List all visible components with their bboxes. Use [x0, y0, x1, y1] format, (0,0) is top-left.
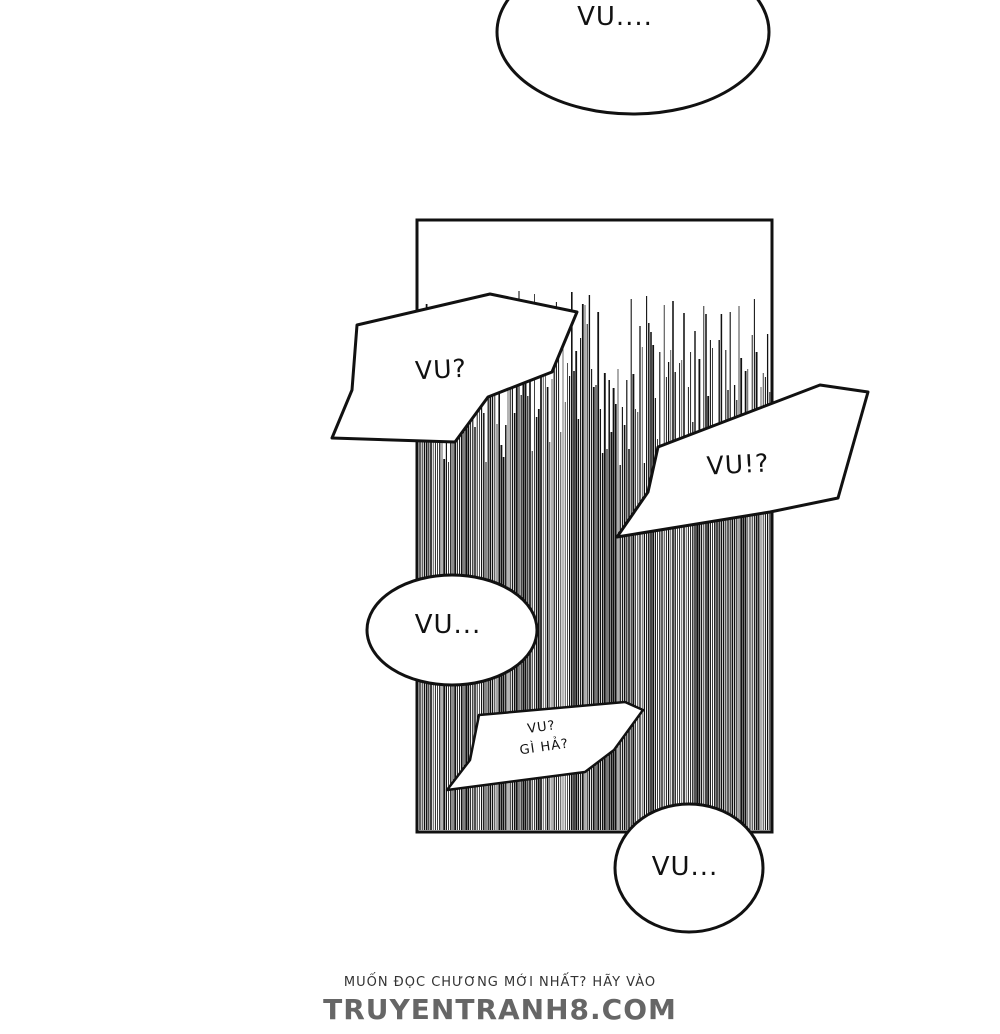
- bubble-text-middle: VU...: [414, 610, 482, 640]
- speech-bubble-middle: [365, 573, 539, 687]
- bubble-text-bottom: VU...: [651, 852, 719, 882]
- bubble-text-vu-question: VU?: [414, 353, 468, 386]
- watermark-site: TRUYENTRANH8.COM: [323, 993, 677, 1026]
- shout-bubble-vu-exclaim: [615, 383, 870, 539]
- speech-bubble-top: [495, 0, 771, 116]
- bubble-text-top: VU....: [577, 2, 653, 32]
- watermark-tagline: MUỐN ĐỌC CHƯƠNG MỚI NHẤT? HÃY VÀO: [343, 975, 657, 990]
- bubble-text-vu-exclaim: VU!?: [705, 448, 771, 481]
- small-shout-bubble: [445, 700, 645, 792]
- shout-bubble-vu-question: [330, 292, 579, 444]
- speech-bubble-bottom: [613, 802, 765, 934]
